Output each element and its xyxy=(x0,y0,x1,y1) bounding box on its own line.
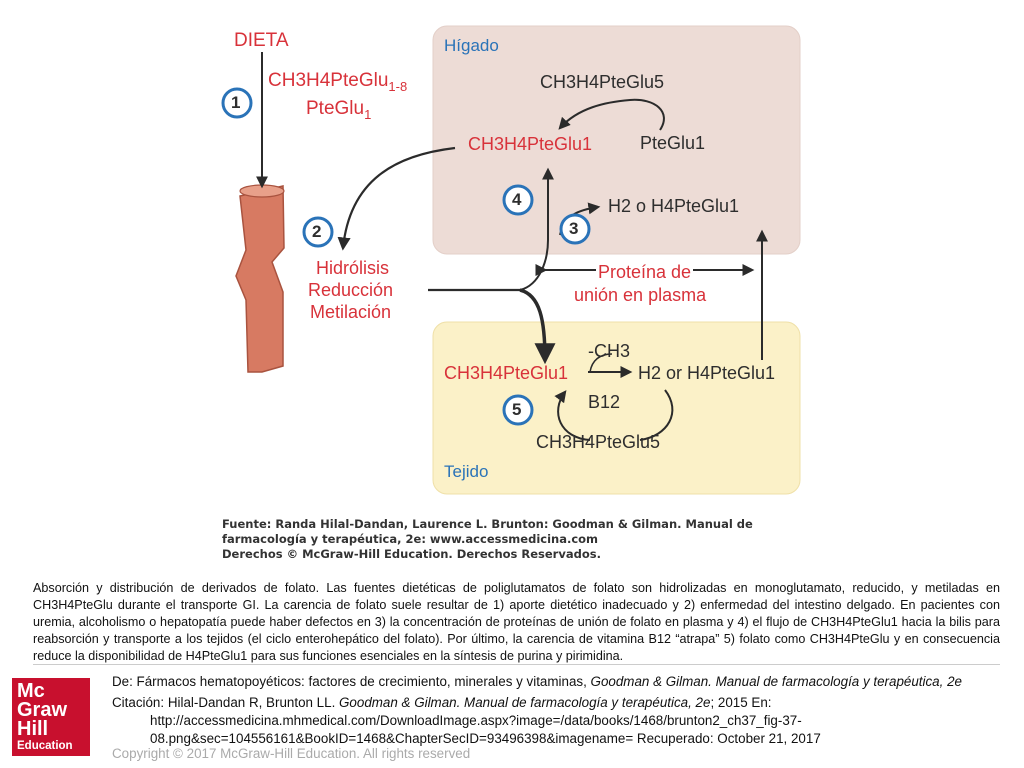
liver-left-formula: CH3H4PteGlu1 xyxy=(468,134,593,154)
process-metilacion: Metilación xyxy=(310,302,392,322)
process-hidrolisis: Hidrólisis xyxy=(316,258,390,278)
footer-copyright: Copyright © 2017 McGraw-Hill Education. … xyxy=(112,746,471,761)
liver-h2-formula: H2 o H4PteGlu1 xyxy=(608,196,740,216)
tissue-bottom-formula: CH3H4PteGlu5 xyxy=(536,432,661,452)
tissue-ch3: -CH3 xyxy=(588,341,631,361)
protein-line2: unión en plasma xyxy=(574,285,707,305)
footer xyxy=(0,664,1024,768)
tissue-label: Tejido xyxy=(444,462,489,481)
diet-label: DIETA xyxy=(234,30,289,51)
step-5-label: 5 xyxy=(512,400,522,419)
source-line-3: Derechos © McGraw-Hill Education. Derech… xyxy=(222,547,601,561)
tissue-left-formula: CH3H4PteGlu1 xyxy=(444,363,569,383)
liver-label: Hígado xyxy=(444,36,499,55)
figure-caption: Absorción y distribución de derivados de… xyxy=(33,581,1000,663)
step-3-label: 3 xyxy=(569,219,579,238)
footer-divider xyxy=(33,664,1000,665)
mcgraw-hill-logo: Mc Graw Hill Education xyxy=(12,678,90,756)
tissue-b12: B12 xyxy=(588,392,621,412)
liver-top-formula: CH3H4PteGlu5 xyxy=(540,72,665,92)
step-2-label: 2 xyxy=(312,222,322,241)
step-1-label: 1 xyxy=(231,93,241,112)
footer-ref-line2: Citación: Hilal-Dandan R, Brunton LL. Go… xyxy=(112,695,772,710)
figure-source: Fuente: Randa Hilal-Dandan, Laurence L. … xyxy=(222,517,782,562)
intestine-shape xyxy=(235,185,285,373)
tissue-h2-formula: H2 or H4PteGlu1 xyxy=(638,363,776,383)
footer-ref-url2[interactable]: 08.png&sec=104556161&BookID=1468&Chapter… xyxy=(150,731,821,746)
liver-right-formula: PteGlu1 xyxy=(640,133,706,153)
diet-formula-polyglutamate: CH3H4PteGlu1-8 xyxy=(268,70,408,94)
source-line-2: farmacología y terapéutica, 2e: www.acce… xyxy=(222,532,599,546)
source-line-1: Fuente: Randa Hilal-Dandan, Laurence L. … xyxy=(222,517,753,531)
footer-ref-line1: De: Fármacos hematopoyéticos: factores d… xyxy=(112,674,962,689)
protein-line1: Proteína de xyxy=(596,262,694,283)
step-4-label: 4 xyxy=(512,190,522,209)
tissue-box xyxy=(432,321,801,495)
footer-ref-url1[interactable]: http://accessmedicina.mhmedical.com/Down… xyxy=(150,713,802,728)
step-circles xyxy=(221,87,591,426)
process-reduccion: Reducción xyxy=(308,280,394,300)
diet-formula-pteglu: PteGlu1 xyxy=(306,98,372,122)
